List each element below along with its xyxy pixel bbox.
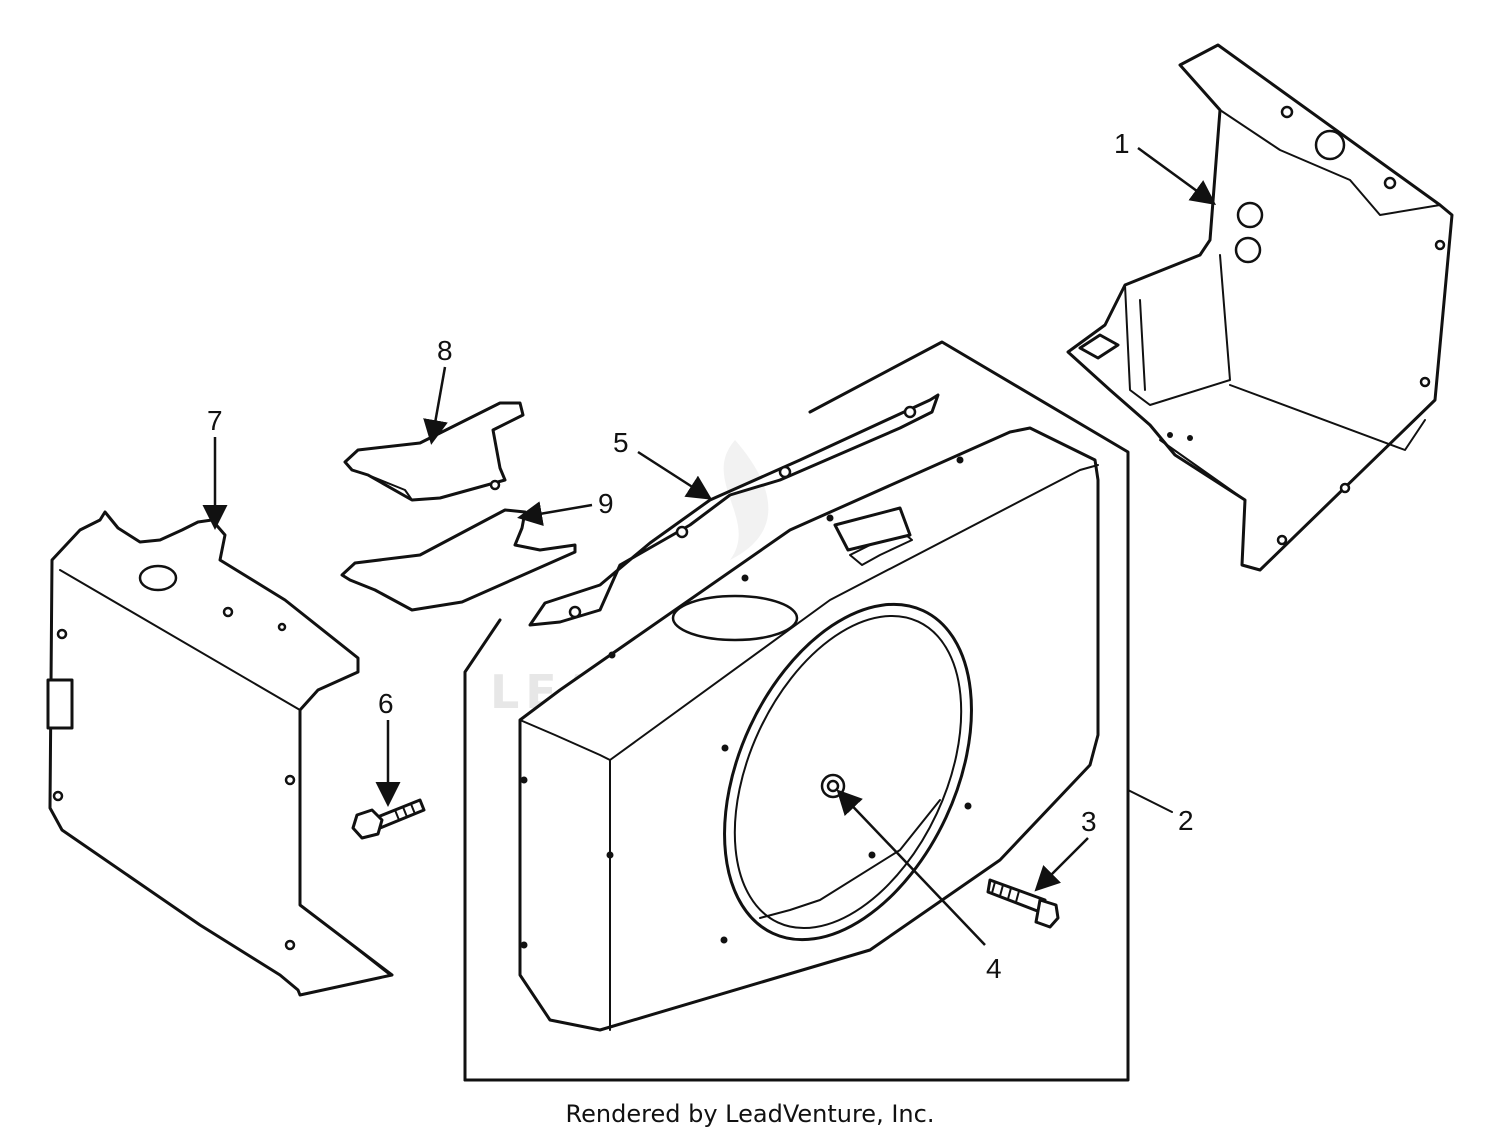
callout-labels: 1 2 3 4 5 6 7 8 9 [207,128,1194,984]
part-6-bolt [351,798,426,840]
part-1-bracket [1066,43,1454,572]
callout-6: 6 [378,688,394,719]
part-7-left-cover [46,510,394,997]
callout-2: 2 [1178,805,1194,836]
footer-credit: Rendered by LeadVenture, Inc. [565,1100,935,1128]
arrow-3 [1034,837,1089,892]
arrow-8 [423,366,448,445]
callout-9: 9 [598,488,614,519]
callout-1: 1 [1114,128,1130,159]
part-8-plate [343,401,525,502]
callout-7: 7 [207,405,223,436]
leader-arrows [202,146,1217,946]
callout-5: 5 [613,427,629,458]
arrow-4 [836,789,986,946]
part-5-strip [528,393,940,627]
callout-8: 8 [437,335,453,366]
part-2-blower-housing [463,340,1130,1082]
arrow-9 [517,501,593,526]
arrow-5 [637,450,713,500]
callout-4: 4 [986,953,1002,984]
part-3-bolt [986,878,1060,929]
part-9-plate [340,508,577,612]
callout-3: 3 [1081,806,1097,837]
leader-2 [1127,789,1173,813]
arrow-1 [1137,146,1217,205]
